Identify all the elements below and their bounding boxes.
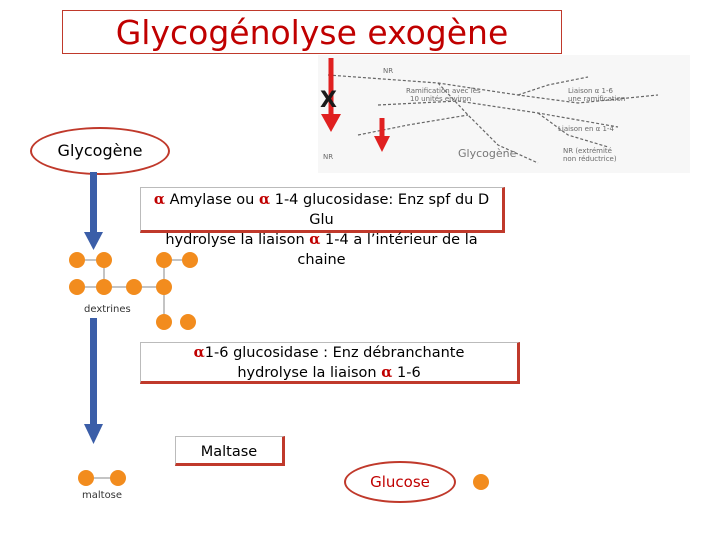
glucose-unit [156,252,172,268]
une-ramification-label: une ramification [568,95,626,103]
glucose-unit [126,279,142,295]
glucose-unit [156,279,172,295]
red-arrow-small [374,118,390,152]
maltase-box: Maltase [175,436,285,466]
liaison-14-label: Liaison en α 1-4 [558,125,614,133]
enzyme2-line2-a: hydrolyse la liaison [237,365,377,381]
inhibit-x-mark: X [320,88,337,113]
enzyme1-line1-b: 1-4 glucosidase: Enz spf du D Glu [274,192,490,228]
ramification-label-2: 10 unités environ [410,95,472,103]
glycogen-structure-figure: NR Ramification avec les 10 unités envir… [318,55,690,173]
glycogen-node: Glycogène [30,127,170,175]
inhibited-arrow [321,58,341,132]
enzyme2-line1-text: 1-6 glucosidase : Enz débranchante [204,345,465,361]
nr-label-2: NR [323,153,334,161]
enzyme1-line2-a: hydrolyse la liaison [165,232,305,248]
glucose-unit [78,470,94,486]
glucose-unit [69,279,85,295]
enzyme1-line2-b: 1-4 a l’intérieur de la chaine [297,232,478,268]
alpha-symbol: α [153,191,166,208]
enzyme1-line2: hydrolyse la liaison α 1-4 a l’intérieur… [141,230,502,270]
enzyme2-line2-b: 1-6 [397,365,421,381]
page-title: Glycogénolyse exogène [62,10,562,54]
maltose-label: maltose [82,490,123,501]
glucose-unit [96,252,112,268]
glucose-unit [110,470,126,486]
enzyme2-line2: hydrolyse la liaison α 1-6 [141,363,517,383]
glucose-node: Glucose [344,461,456,503]
enzyme1-line1-a: Amylase ou [169,192,255,208]
glucose-unit [69,252,85,268]
dextrines-drawing [69,252,198,330]
glycogen-caption: Glycogène [458,147,517,160]
free-glucose-unit [473,474,489,490]
alpha-symbol: α [309,231,321,248]
nr-label-1: NR [383,67,394,75]
glucose-unit [182,252,198,268]
liaison-16-label: Liaison α 1-6 [568,87,613,95]
glycogen-branch-drawing [327,74,659,164]
enzyme2-line1: α1-6 glucosidase : Enz débranchante [141,343,517,363]
ramification-label-1: Ramification avec les [406,87,481,95]
glucose-unit [156,314,172,330]
alpha-symbol: α [193,344,205,361]
glucose-unit [180,314,196,330]
alpha-symbol: α [258,191,271,208]
alpha-amylase-box: α Amylase ou α 1-4 glucosidase: Enz spf … [140,187,505,268]
alpha-symbol: α [381,364,393,381]
nr-extremite-label: NR (extrémité [563,147,612,155]
alpha-16-glucosidase-box: α1-6 glucosidase : Enz débranchante hydr… [140,342,520,384]
blue-arrow-1 [84,172,103,250]
blue-arrow-2 [84,318,103,444]
nr-non-reductrice-label: non réductrice) [563,155,617,163]
glucose-unit [96,279,112,295]
enzyme1-line1: α Amylase ou α 1-4 glucosidase: Enz spf … [141,190,502,230]
dextrines-label: dextrines [84,304,131,315]
maltose-drawing [78,470,126,486]
